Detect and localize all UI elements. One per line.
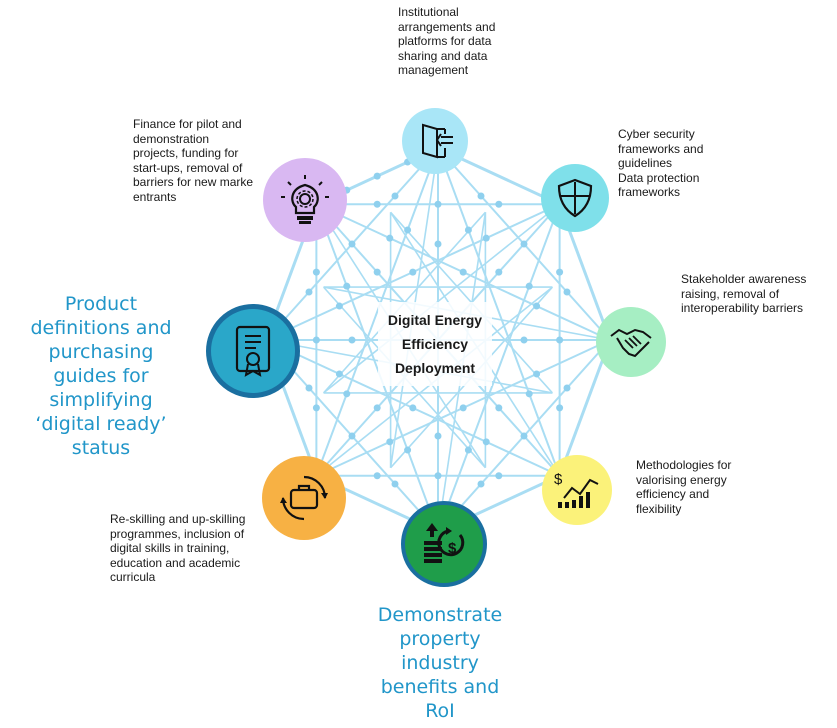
- network-dot: [343, 390, 351, 398]
- briefcase-icon: [280, 475, 328, 521]
- network-dot: [525, 390, 533, 398]
- network-dot: [464, 226, 472, 234]
- node-stakeholder: [596, 307, 666, 377]
- network-dot: [409, 404, 417, 412]
- center-title: Digital Energy Efficiency Deployment: [387, 312, 483, 376]
- network-dot: [305, 384, 313, 392]
- chart-growth-icon: $: [554, 471, 599, 508]
- network-dot: [434, 240, 442, 248]
- network-dot: [482, 438, 490, 446]
- node-data-sharing: [402, 108, 468, 174]
- network-dot: [335, 302, 343, 310]
- network-dot: [404, 446, 412, 454]
- network-dot: [391, 480, 399, 488]
- network-dot: [434, 432, 442, 440]
- network-dot: [495, 268, 503, 276]
- network-dot: [563, 384, 571, 392]
- network-dot: [477, 192, 485, 200]
- network-dot: [343, 282, 351, 290]
- network-dot: [391, 192, 399, 200]
- door-arrow-icon: [422, 123, 453, 159]
- network-dot: [495, 404, 503, 412]
- network-dot: [520, 240, 528, 248]
- label-skilling: Re-skilling and up-skilling programmes, …: [110, 512, 246, 584]
- network-dot: [348, 240, 356, 248]
- network-line: [558, 339, 612, 477]
- network-dot: [312, 404, 320, 412]
- network-dot: [373, 200, 381, 208]
- network-dot: [312, 268, 320, 276]
- network-dot: [386, 234, 394, 242]
- network-dot: [434, 200, 442, 208]
- network-dot: [556, 404, 564, 412]
- network-dot: [477, 480, 485, 488]
- network-dot: [404, 226, 412, 234]
- network-dot: [525, 282, 533, 290]
- network-dot: [520, 336, 528, 344]
- network-dot: [373, 404, 381, 412]
- network-dot: [335, 370, 343, 378]
- node-methodologies: $: [542, 455, 612, 525]
- network-dot: [373, 268, 381, 276]
- shield-icon: [557, 178, 593, 218]
- network-dot: [533, 302, 541, 310]
- label-roi: Demonstrate property industry benefits a…: [377, 604, 503, 722]
- network-dot: [459, 404, 467, 412]
- handshake-icon: [610, 328, 652, 358]
- network-dot: [348, 432, 356, 440]
- network-dot: [533, 370, 541, 378]
- network-dot: [464, 446, 472, 454]
- network-line: [315, 147, 439, 477]
- network-line: [323, 203, 561, 394]
- label-stakeholder: Stakeholder awareness raising, removal o…: [681, 272, 807, 315]
- label-methodologies: Methodologies for valorising energy effi…: [636, 458, 732, 516]
- network-line: [315, 203, 439, 533]
- node-cyber-security: [541, 164, 609, 232]
- label-finance: Finance for pilot and demonstration proj…: [133, 117, 254, 204]
- network-dot: [348, 336, 356, 344]
- svg-text:$: $: [448, 540, 457, 557]
- node-roi: $: [401, 501, 487, 587]
- certificate-icon: [235, 325, 271, 377]
- center-backdrop: [378, 302, 492, 386]
- network-dot: [482, 234, 490, 242]
- network-dot: [459, 268, 467, 276]
- label-cyber-security: Cyber security frameworks and guidelines…: [618, 127, 704, 199]
- label-data-sharing: Institutional arrangements and platforms…: [398, 5, 496, 77]
- node-skilling: [262, 456, 346, 540]
- network-dot: [409, 268, 417, 276]
- network-line: [437, 147, 561, 477]
- network-dot: [386, 438, 394, 446]
- svg-text:$: $: [554, 471, 563, 488]
- network-line: [437, 203, 561, 533]
- network-dot: [563, 288, 571, 296]
- network-dot: [556, 336, 564, 344]
- network-dot: [556, 268, 564, 276]
- node-product-definitions: [206, 304, 300, 398]
- money-stack-icon: $: [424, 523, 465, 563]
- label-product-definitions: Product definitions and purchasing guide…: [30, 293, 172, 459]
- network-dot: [434, 472, 442, 480]
- network-dot: [495, 472, 503, 480]
- network-dot: [520, 432, 528, 440]
- network-dot: [373, 472, 381, 480]
- network-dot: [312, 336, 320, 344]
- network-dot: [373, 172, 381, 180]
- network-dot: [305, 288, 313, 296]
- lightbulb-icon: [281, 175, 329, 224]
- network-dot: [495, 200, 503, 208]
- node-finance: [263, 158, 347, 242]
